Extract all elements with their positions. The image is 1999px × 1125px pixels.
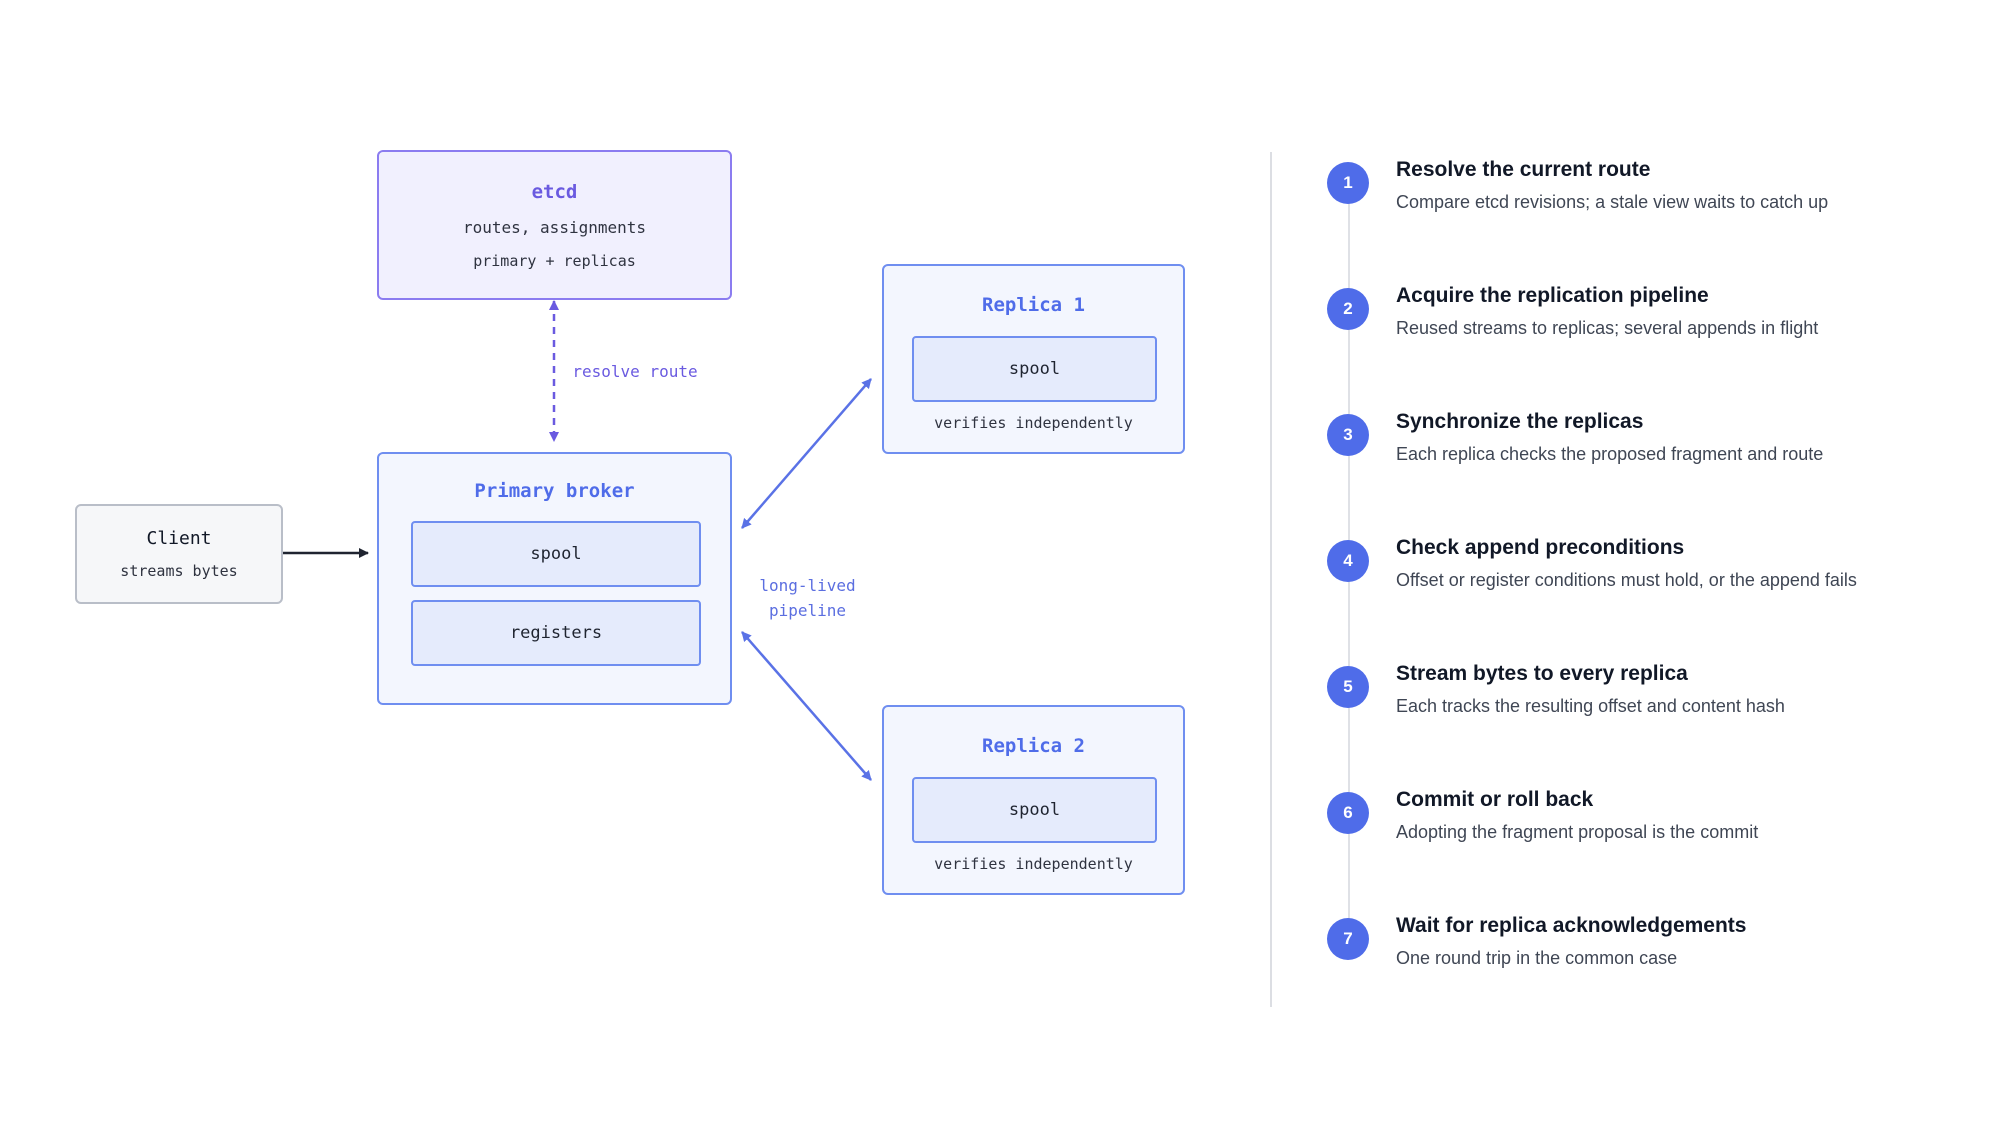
step-4-number: 4 bbox=[1327, 540, 1369, 582]
primary-broker-title: Primary broker bbox=[474, 480, 635, 502]
step-7-number: 7 bbox=[1327, 918, 1369, 960]
step-1-desc: Compare etcd revisions; a stale view wai… bbox=[1396, 192, 1829, 212]
primary-spool: spool bbox=[411, 521, 701, 587]
pipeline-label-line2: pipeline bbox=[768, 601, 847, 620]
replica-2-title: Replica 2 bbox=[982, 735, 1085, 757]
replica-1-note: verifies independently bbox=[934, 414, 1133, 432]
primary-replica1-pipeline-arrow bbox=[741, 378, 872, 529]
step-6-number: 6 bbox=[1327, 792, 1369, 834]
step-2-number: 2 bbox=[1327, 288, 1369, 330]
client-title: Client bbox=[146, 528, 212, 549]
step-2-title: Acquire the replication pipeline bbox=[1396, 284, 1709, 307]
replica-1-title: Replica 1 bbox=[982, 294, 1085, 316]
step-3-title: Synchronize the replicas bbox=[1396, 410, 1644, 433]
step-5: 5 Stream bytes to every replica Each tra… bbox=[1327, 662, 1987, 736]
primary-broker-node: Primary broker spool registers bbox=[377, 452, 732, 705]
step-6-desc: Adopting the fragment proposal is the co… bbox=[1396, 822, 1759, 842]
etcd-line-replicas: primary + replicas bbox=[473, 252, 636, 270]
primary-replica2-pipeline-arrow bbox=[741, 631, 872, 781]
pipeline-label: long-lived pipeline bbox=[750, 573, 865, 623]
etcd-line-routes: routes, assignments bbox=[462, 218, 647, 237]
replica-2-spool: spool bbox=[912, 777, 1157, 843]
etcd-title: etcd bbox=[531, 181, 578, 203]
step-6: 6 Commit or roll back Adopting the fragm… bbox=[1327, 788, 1987, 862]
panel-divider bbox=[1270, 152, 1272, 1007]
step-1-title: Resolve the current route bbox=[1396, 158, 1651, 181]
step-6-title: Commit or roll back bbox=[1396, 788, 1594, 811]
etcd-node: etcd routes, assignments primary + repli… bbox=[377, 150, 732, 300]
replica-1-node: Replica 1 spool verifies independently bbox=[882, 264, 1185, 454]
step-3: 3 Synchronize the replicas Each replica … bbox=[1327, 410, 1987, 484]
step-3-desc: Each replica checks the proposed fragmen… bbox=[1396, 444, 1824, 464]
pipeline-label-line1: long-lived bbox=[759, 576, 856, 595]
replica-2-node: Replica 2 spool verifies independently bbox=[882, 705, 1185, 895]
step-7: 7 Wait for replica acknowledgements One … bbox=[1327, 914, 1987, 988]
steps-panel: 1 Resolve the current route Compare etcd… bbox=[1260, 0, 1999, 1125]
client-node: Client streams bytes bbox=[75, 504, 283, 604]
step-4-desc: Offset or register conditions must hold,… bbox=[1396, 570, 1857, 590]
step-5-number: 5 bbox=[1327, 666, 1369, 708]
step-4-title: Check append preconditions bbox=[1396, 536, 1685, 559]
step-1: 1 Resolve the current route Compare etcd… bbox=[1327, 158, 1987, 232]
step-5-title: Stream bytes to every replica bbox=[1396, 662, 1688, 685]
step-7-title: Wait for replica acknowledgements bbox=[1396, 914, 1747, 937]
step-4: 4 Check append preconditions Offset or r… bbox=[1327, 536, 1987, 610]
primary-registers: registers bbox=[411, 600, 701, 666]
replica-1-spool: spool bbox=[912, 336, 1157, 402]
resolve-route-label: resolve route bbox=[572, 362, 698, 381]
replica-2-note: verifies independently bbox=[934, 855, 1133, 873]
step-3-number: 3 bbox=[1327, 414, 1369, 456]
step-2: 2 Acquire the replication pipeline Reuse… bbox=[1327, 284, 1987, 358]
diagram-arrows bbox=[282, 300, 872, 781]
step-1-number: 1 bbox=[1327, 162, 1369, 204]
step-2-desc: Reused streams to replicas; several appe… bbox=[1396, 318, 1819, 338]
step-7-desc: One round trip in the common case bbox=[1396, 948, 1678, 968]
step-5-desc: Each tracks the resulting offset and con… bbox=[1396, 696, 1785, 716]
architecture-diagram: Client streams bytes etcd routes, assign… bbox=[75, 150, 1185, 895]
client-subtitle: streams bytes bbox=[120, 562, 238, 580]
